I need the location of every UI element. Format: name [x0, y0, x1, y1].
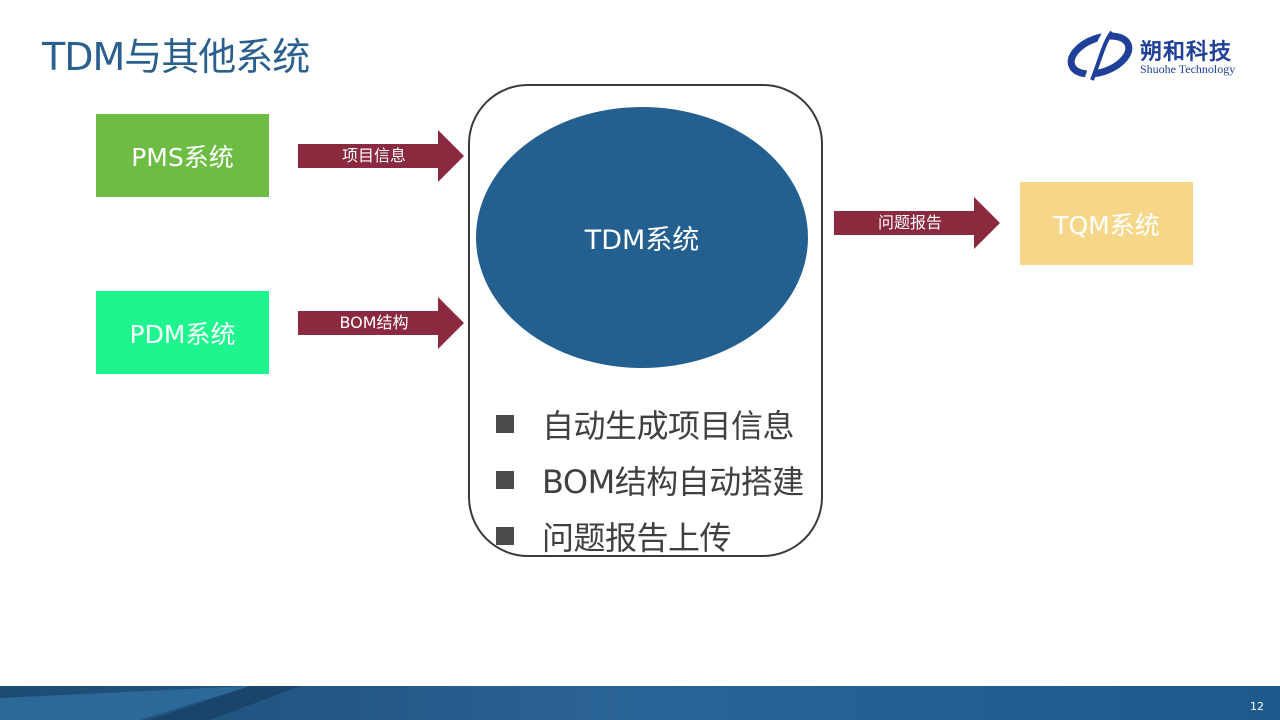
tdm-system-ellipse: TDM系统 — [476, 107, 808, 368]
right-arrow-icon — [298, 297, 464, 349]
arrow-tdm-to-tqm: 问题报告 — [834, 197, 1000, 249]
arrow-label-bom-structure: BOM结构 — [339, 313, 409, 332]
footer-bar — [0, 686, 1280, 720]
arrow-pdm-to-tdm: BOM结构 — [298, 297, 464, 349]
tqm-system-label: TQM系统 — [1053, 210, 1160, 240]
bullet-text: BOM结构自动搭建 — [542, 463, 804, 501]
list-item: 自动生成项目信息 — [496, 396, 804, 452]
square-bullet-icon — [496, 415, 514, 433]
list-item: 问题报告上传 — [496, 508, 804, 564]
square-bullet-icon — [496, 471, 514, 489]
square-bullet-icon — [496, 527, 514, 545]
feature-list: 自动生成项目信息 BOM结构自动搭建 问题报告上传 — [496, 396, 804, 564]
logo-name-en: Shuohe Technology — [1140, 62, 1236, 76]
tdm-system-label: TDM系统 — [584, 225, 700, 256]
right-arrow-icon — [298, 130, 464, 182]
company-logo: 朔和科技 Shuohe Technology — [1066, 26, 1246, 84]
tdm-container — [468, 84, 823, 557]
page-number: 12 — [1250, 700, 1264, 713]
pdm-system-box: PDM系统 — [96, 291, 269, 374]
bullet-text: 问题报告上传 — [542, 519, 732, 557]
pms-system-label: PMS系统 — [131, 142, 234, 172]
logo-name-cn: 朔和科技 — [1140, 40, 1233, 65]
slide-title: TDM与其他系统 — [42, 35, 310, 79]
arrow-label-project-info: 项目信息 — [341, 146, 406, 165]
list-item: BOM结构自动搭建 — [496, 452, 804, 508]
logo-swirl-icon — [1067, 26, 1133, 84]
pms-system-box: PMS系统 — [96, 114, 269, 197]
arrow-label-issue-report: 问题报告 — [877, 213, 942, 232]
pdm-system-label: PDM系统 — [129, 319, 236, 349]
right-arrow-icon — [834, 197, 1000, 249]
tqm-system-box: TQM系统 — [1020, 182, 1193, 265]
footer-decoration — [0, 686, 1280, 720]
bullet-text: 自动生成项目信息 — [542, 407, 795, 445]
arrow-pms-to-tdm: 项目信息 — [298, 130, 464, 182]
